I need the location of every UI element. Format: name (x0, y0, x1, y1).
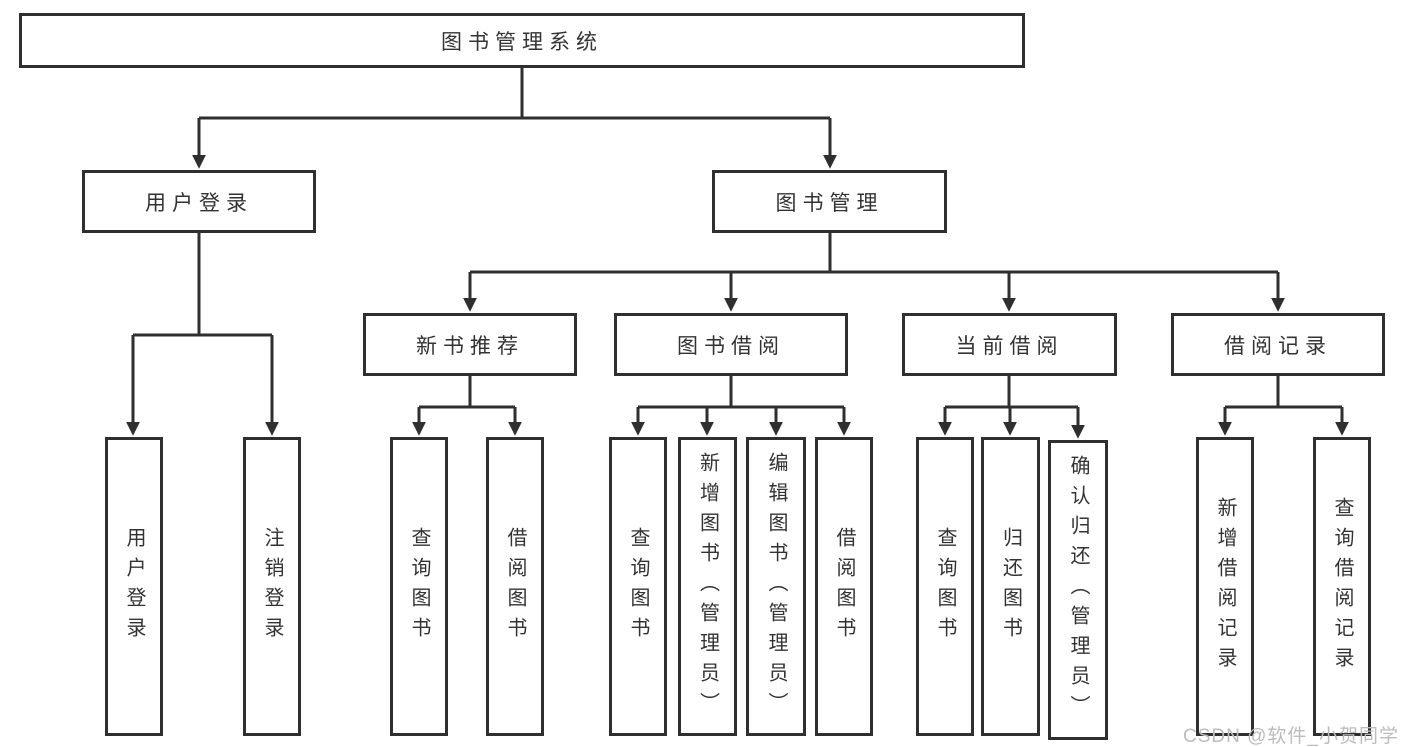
node-book-borrow-label: 图书借阅 (677, 334, 785, 358)
node-user-login-group: 用户登录 (82, 170, 316, 233)
node-book-management-group-label: 图书管理 (775, 191, 884, 215)
leaf-add-book-admin: 新增图书（管理员） (678, 437, 737, 736)
node-borrow-records-label: 借阅记录 (1224, 334, 1332, 358)
node-root-label: 图书管理系统 (441, 30, 603, 54)
leaf-logout: 注销登录 (243, 437, 301, 736)
node-book-management-group: 图书管理 (712, 170, 947, 233)
leaf-borrow-books-borrow-label: 借阅图书 (833, 526, 855, 647)
leaf-return-books-label: 归还图书 (999, 526, 1022, 647)
leaf-confirm-return-admin-label: 确认归还（管理员） (1067, 455, 1089, 725)
leaf-user-login: 用户登录 (105, 437, 163, 736)
leaf-query-borrow-record: 查询借阅记录 (1313, 437, 1371, 736)
leaf-edit-book-admin-label: 编辑图书（管理员） (765, 451, 787, 722)
node-book-borrow: 图书借阅 (614, 313, 848, 376)
leaf-borrow-books-borrow: 借阅图书 (815, 437, 873, 736)
leaf-borrow-books-recommend-label: 借阅图书 (504, 526, 526, 647)
node-current-borrow-label: 当前借阅 (955, 334, 1064, 358)
leaf-add-book-admin-label: 新增图书（管理员） (696, 451, 719, 722)
leaf-query-borrow-record-label: 查询借阅记录 (1331, 496, 1353, 677)
node-new-book-recommend: 新书推荐 (363, 313, 577, 376)
leaf-edit-book-admin: 编辑图书（管理员） (746, 437, 806, 736)
leaf-query-books-recommend: 查询图书 (390, 437, 448, 736)
node-borrow-records: 借阅记录 (1171, 313, 1385, 376)
leaf-query-books-current: 查询图书 (916, 437, 974, 736)
csdn-watermark: CSDN @软件_小贺同学 (1183, 726, 1399, 747)
leaf-logout-label: 注销登录 (261, 526, 283, 647)
node-new-book-recommend-label: 新书推荐 (416, 334, 524, 358)
leaf-query-books-borrow-label: 查询图书 (627, 526, 649, 647)
leaf-add-borrow-record-label: 新增借阅记录 (1214, 496, 1236, 677)
leaf-query-books-borrow: 查询图书 (609, 437, 667, 736)
leaf-add-borrow-record: 新增借阅记录 (1196, 437, 1254, 736)
leaf-return-books: 归还图书 (981, 437, 1040, 736)
leaf-borrow-books-recommend: 借阅图书 (486, 437, 544, 736)
leaf-query-books-recommend-label: 查询图书 (408, 526, 430, 647)
leaf-confirm-return-admin: 确认归还（管理员） (1048, 440, 1108, 740)
node-root-library-system: 图书管理系统 (19, 13, 1025, 68)
leaf-user-login-label: 用户登录 (123, 526, 145, 647)
leaf-query-books-current-label: 查询图书 (934, 526, 956, 647)
node-current-borrow: 当前借阅 (902, 313, 1117, 376)
node-user-login-group-label: 用户登录 (145, 191, 253, 215)
